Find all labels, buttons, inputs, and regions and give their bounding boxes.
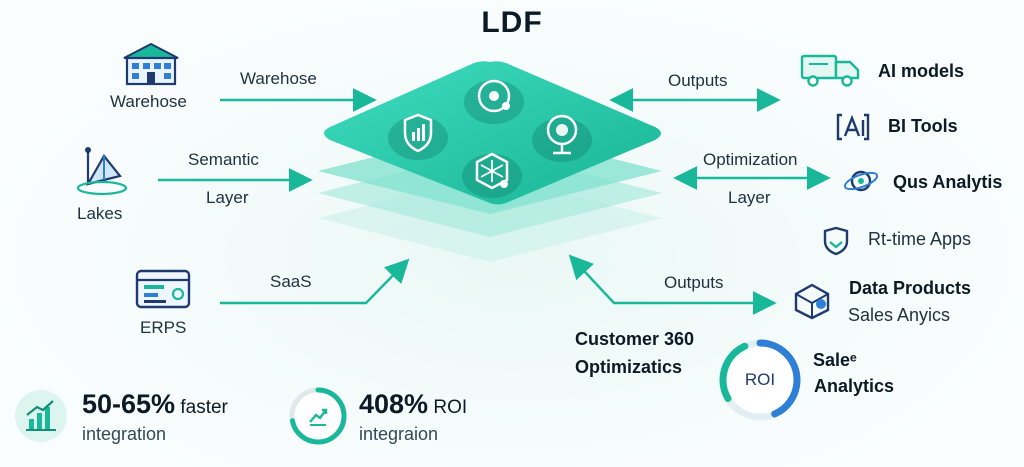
arrow-label-warehouse: Warehose — [240, 69, 317, 88]
output-sales-anyics: Sales Anyics — [848, 305, 951, 325]
globe-emblem — [532, 114, 592, 162]
output-bi-tools: BI Tools — [888, 116, 958, 136]
stat-faster-sub: integration — [82, 424, 167, 444]
ai-box-icon — [836, 112, 870, 142]
building-icon — [120, 42, 182, 86]
stat-roi-unit: ROI — [428, 397, 468, 418]
output-connectors — [568, 88, 831, 315]
arrow-label-outputs-top: Outputs — [668, 71, 728, 90]
stat-roi-value: 408% — [359, 389, 429, 419]
arrow-label-saas: SaaS — [270, 272, 312, 291]
sales-label: Saleᵉ — [813, 350, 857, 370]
arrow-label-outputs-bottom: Outputs — [664, 273, 724, 292]
platform-stack — [318, 61, 662, 262]
roi-ring-label: ROI — [744, 370, 776, 389]
source-label-lakes: Lakes — [77, 204, 123, 223]
network-emblem — [462, 152, 522, 198]
stat-faster-value: 50-65% — [82, 389, 176, 419]
lake-icon — [74, 146, 130, 196]
output-realtime-apps: Rt-time Apps — [868, 229, 972, 249]
orbit-icon — [842, 166, 880, 196]
source-label-warehouse: Warehose — [110, 92, 187, 111]
shield-chart-emblem — [388, 113, 448, 160]
disc-emblem — [464, 79, 524, 124]
output-data-products: Data Products — [849, 278, 972, 298]
stat-roi: 408% ROI — [359, 389, 467, 420]
bar-chart-icon — [12, 389, 70, 443]
stat-faster: 50-65% faster — [82, 389, 228, 420]
arrow-label-semantic-layer: Layer — [206, 188, 249, 207]
input-connectors — [158, 88, 410, 305]
analytics-label: Analytics — [814, 376, 895, 396]
cube-icon — [792, 282, 832, 320]
growth-ring-icon — [305, 403, 331, 429]
diagram-title: LDF — [481, 6, 543, 39]
optimizatics-label: Optimizatics — [575, 357, 683, 377]
stat-faster-unit: faster — [175, 397, 228, 418]
customer-360-label: Customer 360 — [575, 329, 695, 349]
output-qus-analytis: Qus Analytis — [893, 172, 1003, 192]
output-ai-models: AI models — [878, 61, 965, 81]
shield-icon — [822, 226, 850, 256]
truck-icon — [800, 52, 862, 88]
source-label-erps: ERPS — [140, 318, 187, 337]
arrow-label-optimization: Optimization — [703, 150, 798, 169]
stat-roi-sub: integraion — [359, 424, 439, 444]
arrow-label-optimization-layer: Layer — [728, 188, 771, 207]
erp-icon — [134, 266, 192, 310]
roi-ring — [719, 339, 801, 421]
arrow-label-semantic: Semantic — [188, 150, 259, 169]
